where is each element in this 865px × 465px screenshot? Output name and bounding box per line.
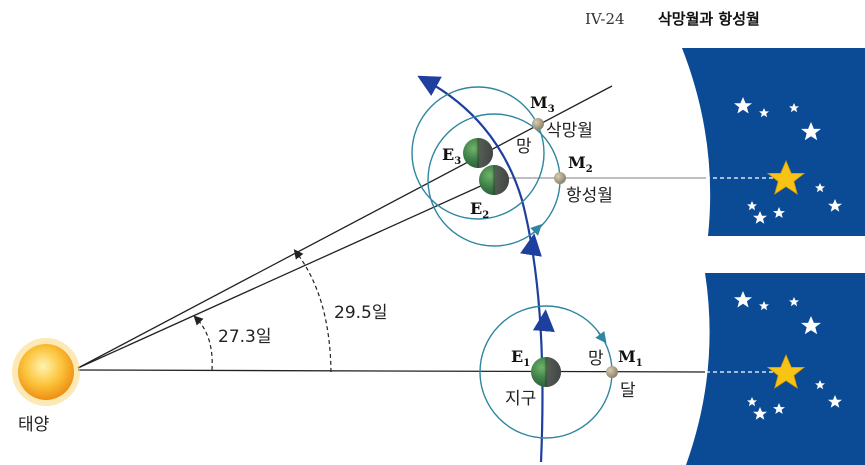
label-earth: 지구 (505, 389, 536, 409)
star-icon (815, 380, 825, 390)
target-star-icon-top (766, 159, 806, 195)
moon-m1 (606, 366, 618, 378)
earth-e2 (479, 165, 509, 195)
label-full-moon-1: 망 (588, 349, 604, 369)
star-icon (747, 397, 757, 407)
star-icon (759, 301, 769, 311)
moon-m2 (554, 172, 566, 184)
label-m2: M2 (568, 153, 593, 175)
star-icon (815, 183, 825, 193)
label-moon: 달 (620, 381, 636, 401)
angle-arc-29 (293, 249, 332, 373)
angle-label-sidereal: 27.3일 (218, 327, 272, 347)
moon-m3 (532, 118, 544, 130)
label-e3: E3 (442, 145, 461, 167)
star-icon (734, 291, 752, 308)
star-icon (789, 297, 799, 307)
earth-e1 (531, 357, 561, 387)
figure-number: IV-24 (585, 10, 625, 28)
label-e2: E2 (470, 199, 489, 221)
stars-bottom (734, 291, 842, 420)
angle-arc-27 (193, 315, 213, 371)
earth-orbit-arrow-mid (520, 233, 542, 257)
label-synodic-month: 삭망월 (546, 121, 593, 141)
sun-m3-line (77, 85, 613, 369)
label-m3: M3 (530, 93, 555, 115)
star-icon (747, 201, 757, 211)
star-icon (773, 403, 785, 414)
sun (12, 338, 80, 406)
star-icon (753, 211, 767, 224)
star-icon (773, 207, 785, 218)
stars-top (734, 97, 842, 224)
target-star-icon-bottom (766, 353, 806, 389)
label-full-moon-3: 망 (516, 137, 532, 157)
earth-e3 (463, 138, 493, 168)
earth-orbit-arrow-low (532, 309, 555, 333)
star-icon (801, 316, 821, 335)
sun-label: 태양 (18, 415, 49, 435)
label-m1: M1 (618, 347, 643, 369)
star-icon (734, 97, 752, 114)
moon-orbit-e2-arrow (530, 224, 542, 236)
angle-label-synodic: 29.5일 (334, 303, 388, 323)
label-sidereal-month: 항성월 (566, 186, 613, 206)
moon-orbit-e1-arrow (595, 331, 607, 344)
star-icon (801, 122, 821, 141)
star-icon (753, 407, 767, 420)
moon-orbit-e3 (411, 86, 545, 220)
sun-e2-line (77, 179, 495, 369)
figure-title: 삭망월과 항성월 (658, 10, 760, 28)
star-icon (789, 103, 799, 113)
star-icon (759, 108, 769, 118)
label-e1: E1 (511, 347, 530, 369)
star-icon (828, 199, 842, 212)
sun-earth1-line (77, 369, 706, 373)
star-icon (828, 395, 842, 408)
